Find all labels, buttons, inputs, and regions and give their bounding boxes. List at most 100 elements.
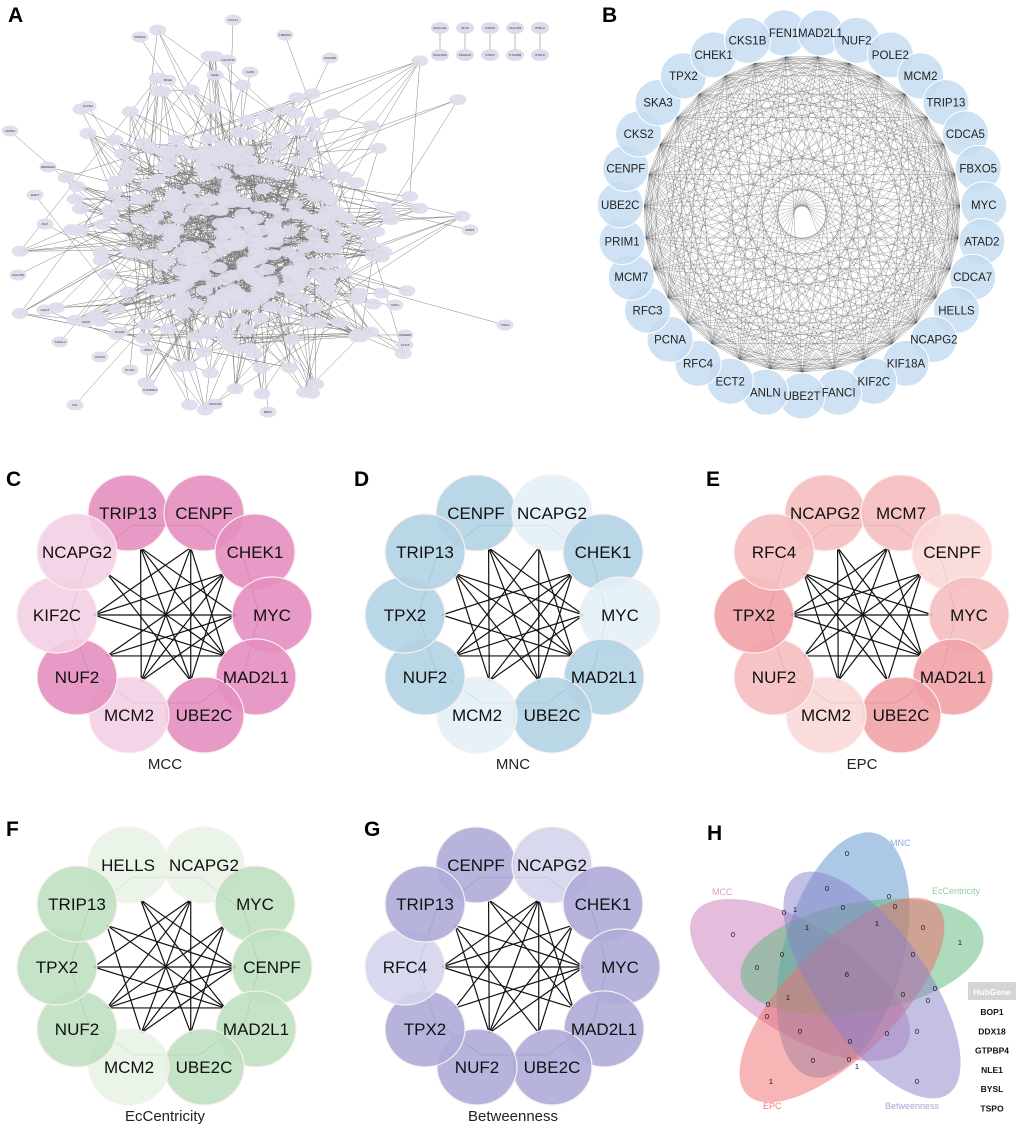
hub-network-edge <box>801 205 960 373</box>
network-node <box>112 197 130 209</box>
subnetwork-edge <box>106 925 142 1034</box>
hub-network-edge <box>667 297 917 324</box>
network-node <box>141 384 159 396</box>
network-node <box>211 204 229 216</box>
hub-network-edge <box>935 174 956 298</box>
network-node <box>496 319 514 331</box>
subnetwork-node <box>733 513 815 591</box>
hub-network-edge <box>648 117 678 175</box>
network-node <box>166 199 184 211</box>
network-node <box>154 85 172 97</box>
hub-network-edge <box>667 297 771 369</box>
hub-network-edge <box>770 368 803 373</box>
hub-network-edge <box>817 56 951 269</box>
hub-network-edge <box>801 368 834 373</box>
network-edge <box>223 97 298 295</box>
hub-network-edge <box>645 237 865 360</box>
network-node <box>121 106 139 118</box>
subnetwork-node-label: TPX2 <box>384 606 427 625</box>
subnetwork-node-label: TPX2 <box>733 606 776 625</box>
venn-region-count: 0 <box>766 1000 770 1009</box>
hub-network-edge <box>916 237 959 323</box>
hub-network-edge <box>904 94 956 175</box>
subnetwork-edge <box>93 572 225 616</box>
network-node <box>206 398 224 410</box>
subnetwork-edge <box>93 614 226 657</box>
hub-network-edge <box>725 63 755 77</box>
hub-network-edges <box>644 56 960 373</box>
subnetwork-node <box>36 865 118 943</box>
hub-network-edge <box>817 56 905 95</box>
network-node <box>379 206 397 218</box>
venn-region-count: 0 <box>933 984 937 993</box>
subnetwork-node-label: NUF2 <box>55 1020 99 1039</box>
hub-network-edge <box>644 117 678 207</box>
hub-network-edge <box>644 205 655 269</box>
network-node <box>229 229 247 241</box>
hub-network-edge <box>660 63 755 145</box>
network-node <box>233 163 251 175</box>
hub-network-edge <box>801 237 959 373</box>
network-node <box>183 264 201 276</box>
network-node-label: HOMER1 <box>399 333 412 337</box>
hub-network-edge <box>644 144 661 207</box>
subnetwork-edge <box>488 899 540 1034</box>
hub-network-edge <box>687 144 944 324</box>
network-edge <box>204 322 340 411</box>
hub-network-edge <box>770 56 787 369</box>
network-node <box>375 246 393 258</box>
subnetwork-title: EPC <box>847 756 878 773</box>
subnetwork-edge <box>106 573 192 682</box>
venn-region-count: 0 <box>782 908 786 917</box>
hub-network-edge <box>653 268 803 373</box>
network-node <box>304 229 322 241</box>
subnetwork-node-label: CENPF <box>175 504 233 523</box>
hubgene-item: NLE1 <box>981 1065 1003 1075</box>
network-edge <box>19 252 130 314</box>
network-node <box>506 22 524 34</box>
hub-network-edge <box>660 94 700 145</box>
network-node <box>149 24 167 36</box>
network-node <box>201 305 219 317</box>
hub-network-edge <box>667 297 688 323</box>
hub-network-edge <box>916 144 945 323</box>
hub-node-label: TPX2 <box>669 71 698 83</box>
network-node <box>200 193 218 205</box>
hub-network-edge <box>660 93 905 145</box>
network-node <box>214 168 232 180</box>
hub-network-edge <box>667 63 850 298</box>
hub-network-edge <box>645 237 937 298</box>
hub-network-edge <box>644 94 700 207</box>
hubgene-item: BOP1 <box>980 1007 1003 1017</box>
network-node-label: PRIMA1 <box>134 35 146 39</box>
hub-network-edge <box>645 237 688 323</box>
hub-network-edge <box>676 93 700 118</box>
network-node <box>196 152 214 164</box>
subnetwork-node-label: UBE2C <box>873 706 930 725</box>
hub-network-edge <box>943 144 956 175</box>
hub-network-edge <box>817 56 850 64</box>
hub-network-edge <box>698 94 712 344</box>
hub-network-edge <box>770 359 865 369</box>
hub-network-edge <box>892 322 917 344</box>
network-node <box>131 31 149 43</box>
venn-set-label: EcCentricity <box>932 886 981 896</box>
network-node <box>216 327 234 339</box>
hub-network-edge <box>833 144 945 369</box>
network-node-label: BTNL3 <box>535 26 545 30</box>
hub-network-edge <box>699 93 956 175</box>
hub-network-edge <box>653 117 928 270</box>
venn-region-count: 1 <box>793 905 797 914</box>
network-node <box>259 406 277 418</box>
venn-region-count: 0 <box>798 1027 802 1036</box>
subnetwork-node-label: CENPF <box>447 856 505 875</box>
hub-network-edge <box>648 174 893 344</box>
hub-network-edge <box>864 205 960 360</box>
hub-network-edge <box>754 63 865 360</box>
network-edge <box>19 313 290 368</box>
hub-network-edge <box>849 63 937 298</box>
hub-node-label: CHEK1 <box>694 50 732 62</box>
network-node <box>26 189 44 201</box>
